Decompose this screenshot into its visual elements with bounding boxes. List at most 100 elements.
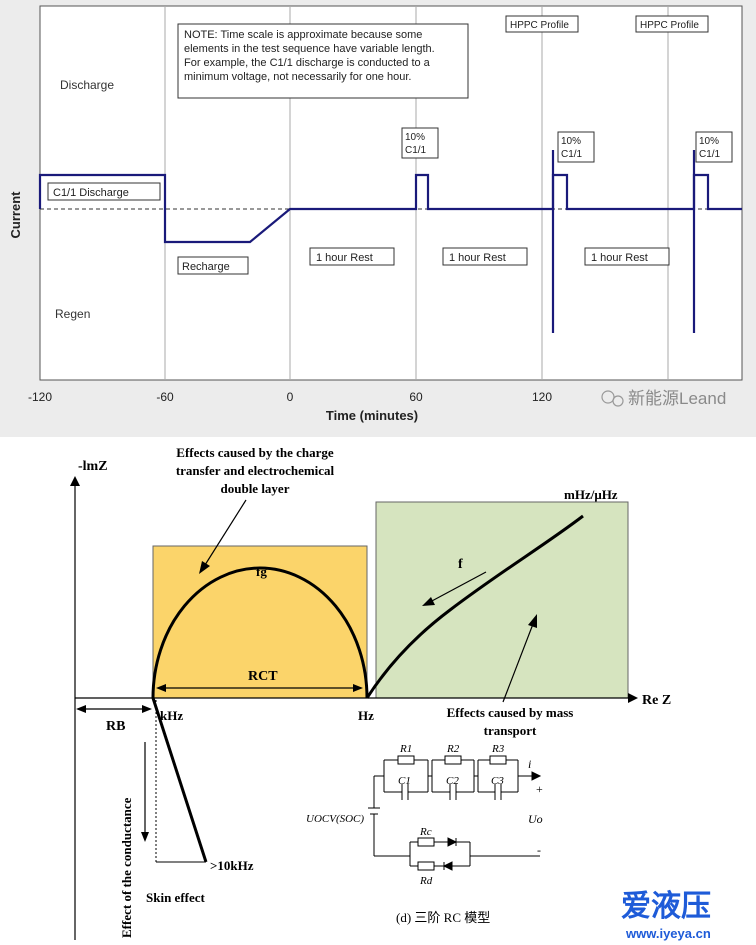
hz-label: Hz [358,708,374,723]
recharge-label: Recharge [182,261,230,273]
pulse-label-rate: C1/1 [561,149,583,160]
x-tick-label: 0 [287,390,294,404]
rc-label: Rc [419,826,432,838]
rest-label-box [584,247,670,266]
conductance-label: Effect of the conductance [119,797,134,938]
minus-label: - [537,843,541,857]
pulse-label-box [695,131,733,163]
hppc-label: HPPC Profile [640,20,699,31]
region-regen-label: Regen [55,307,90,321]
rct-label: RCT [248,669,278,684]
resistor-r1 [397,755,415,765]
skin-effect-label: Skin effect [146,890,206,905]
rest-label: 1 hour Rest [449,252,506,264]
resistor-rc [417,837,435,847]
resistor-rd [417,861,435,871]
mass-transport-text: transport [484,723,537,738]
diffusion-curve [365,514,584,699]
rb-label: RB [106,719,125,734]
test-sequence-chart: NOTE: Time scale is approximate because … [0,0,756,437]
hppc-label-box [505,15,579,33]
y-axis-label: Current [8,191,23,239]
charge-transfer-text: transfer and electrochemical [176,463,335,478]
resistor-r3 [489,755,507,765]
rct-arrowhead [156,684,166,692]
mass-transport-region [375,501,629,699]
inductive-tail [151,697,208,863]
x-tick-label: 60 [409,390,423,404]
resistor-r2 [444,755,462,765]
frequency-direction-arrow [429,571,487,603]
rest-label: 1 hour Rest [316,252,373,264]
discharge-label: C1/1 Discharge [53,187,129,199]
pulse-label-rate: C1/1 [405,145,427,156]
mass-transport-pointer-head [528,614,537,628]
x-axis-label: Time (minutes) [326,408,418,423]
rb-arrowhead [142,705,152,713]
pulse-label-box [401,127,439,159]
semicircle-curve [151,566,369,699]
x-tick-label: -120 [28,390,52,404]
site-logo: 爱液压 www.iyeya.cn [621,890,711,941]
pulse-label-percent: 10% [561,136,581,147]
rc-circuit [368,755,542,871]
charge-transfer-pointer [204,499,247,566]
plus-label: + [536,782,543,796]
pulse-label-box [557,131,595,163]
diode-d [442,861,453,871]
x-tick-label: 120 [532,390,552,404]
rct-arrowhead [353,684,363,692]
pulse-label-percent: 10% [405,132,425,143]
recharge-label-box [177,256,249,275]
hppc-label-box [635,15,709,33]
charge-transfer-text: double layer [221,481,290,496]
rb-arrowhead [76,705,86,713]
hppc-label: HPPC Profile [510,20,569,31]
f-label: f [458,557,463,572]
wechat-icon [612,395,624,407]
mhz-label: mHz/μHz [564,487,618,502]
r1-label: R1 [399,743,412,755]
rest-label: 1 hour Rest [591,252,648,264]
charge-transfer-region [152,545,368,699]
pulse-label-rate: C1/1 [699,149,721,160]
pulse-label-percent: 10% [699,136,719,147]
conductance-arrowhead [141,832,149,842]
x-tick-label: -60 [156,390,174,404]
watermark-text: 新能源Leand [628,389,726,408]
rd-label: Rd [419,875,433,887]
discharge-label-box [47,182,161,201]
r3-label: R3 [491,743,505,755]
uo-label: Uo [528,812,543,826]
note-line: For example, the C1/1 discharge is condu… [184,57,431,69]
note-line: NOTE: Time scale is approximate because … [184,29,422,41]
impedance-diagram: -lmZ Re Z RCT RB Effect of the conductan… [70,445,671,940]
gt10khz-label: >10kHz [210,858,254,873]
logo-url: www.iyeya.cn [625,926,711,941]
mass-transport-text: Effects caused by mass [447,705,574,720]
frequency-direction-arrowhead [422,597,435,606]
note-line: elements in the test sequence have varia… [184,43,435,55]
imaginary-axis-label: -lmZ [78,459,108,474]
real-axis-label: Re Z [642,693,671,708]
diode-c [447,837,458,847]
wechat-watermark: 新能源Leand [601,389,726,408]
c1-label: C1 [398,775,411,787]
wechat-icon [601,390,615,404]
region-discharge-label: Discharge [60,78,114,92]
uocv-label: UOCV(SOC) [306,813,364,825]
rest-label-box [442,247,528,266]
c3-label: C3 [491,775,504,787]
charge-transfer-pointer-head [199,561,210,574]
rest-label-box [309,247,395,266]
khz-label: kHz [160,708,183,723]
current-arrow [531,771,542,781]
fg-label: fg [256,564,267,579]
note-box [177,23,469,99]
circuit-caption: (d) 三阶 RC 模型 [396,910,490,925]
mass-transport-pointer [502,623,534,703]
c2-label: C2 [446,775,459,787]
current-label: i [528,757,531,771]
